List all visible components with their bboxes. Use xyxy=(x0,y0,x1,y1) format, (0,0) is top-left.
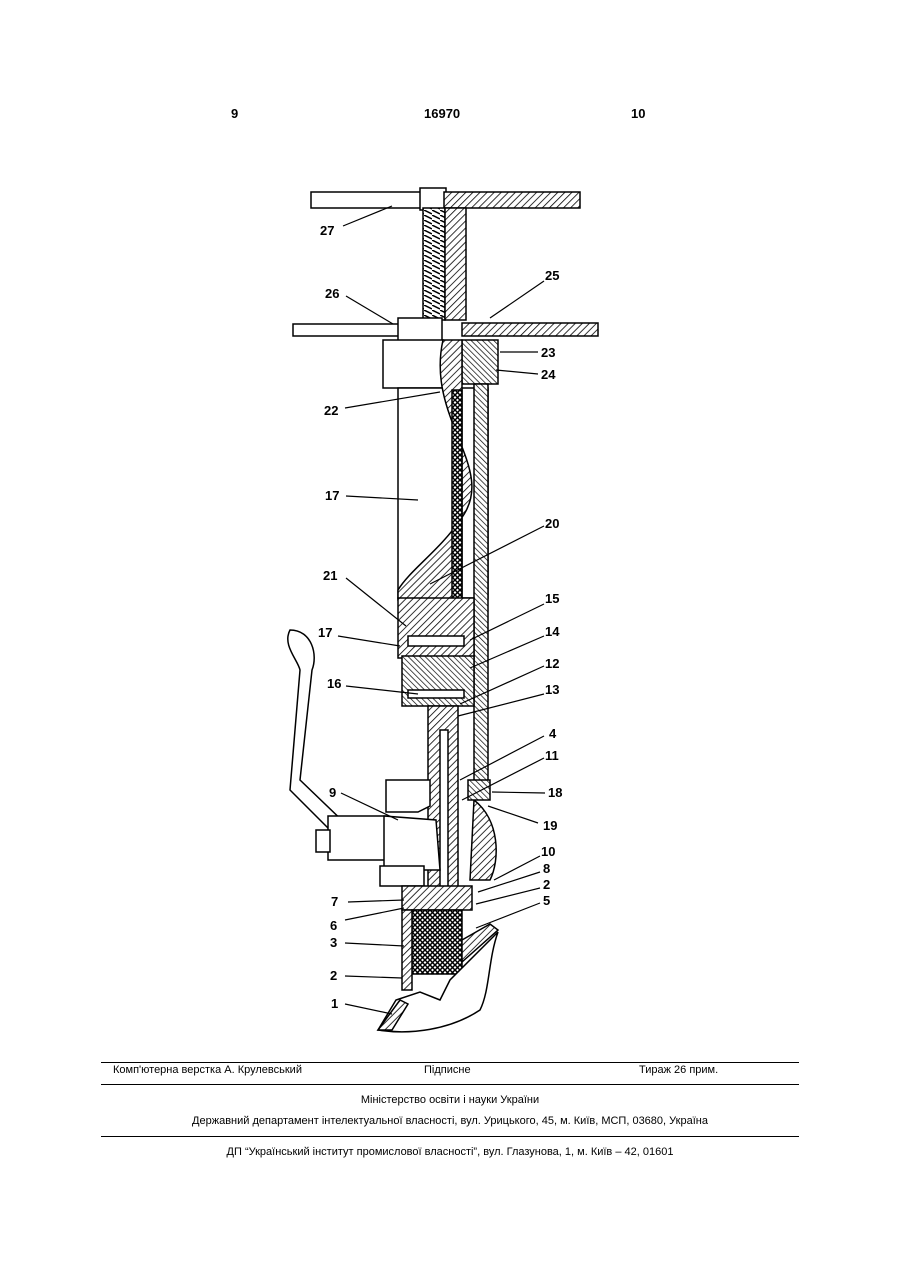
callout-23: 23 xyxy=(541,345,555,360)
footer-ministry: Міністерство освіти і науки України xyxy=(101,1094,799,1106)
technical-drawing: 27 26 25 23 24 22 17 20 21 15 17 14 12 1… xyxy=(0,0,901,1060)
footer-circulation: Тираж 26 прим. xyxy=(639,1064,718,1076)
callout-9: 9 xyxy=(329,785,336,800)
footer-institute: ДП “Український інститут промислової вла… xyxy=(101,1146,799,1158)
footer-department: Державний департамент інтелектуальної вл… xyxy=(101,1115,799,1127)
footer-rule-middle xyxy=(101,1084,799,1085)
callout-25: 25 xyxy=(545,268,559,283)
callout-19: 19 xyxy=(543,818,557,833)
callout-14: 14 xyxy=(545,624,560,639)
callout-15: 15 xyxy=(545,591,559,606)
callout-1: 1 xyxy=(331,996,338,1011)
callout-6: 6 xyxy=(330,918,337,933)
callout-2-left: 2 xyxy=(330,968,337,983)
callout-26: 26 xyxy=(325,286,339,301)
callout-16: 16 xyxy=(327,676,341,691)
footer-typesetter: Комп'ютерна верстка А. Крулевський xyxy=(113,1064,302,1076)
callout-7: 7 xyxy=(331,894,338,909)
callout-11: 11 xyxy=(545,748,559,763)
callout-3: 3 xyxy=(330,935,337,950)
callout-17-upper: 17 xyxy=(325,488,339,503)
callout-13: 13 xyxy=(545,682,559,697)
callout-27: 27 xyxy=(320,223,334,238)
callout-20: 20 xyxy=(545,516,559,531)
callout-12: 12 xyxy=(545,656,559,671)
callout-22: 22 xyxy=(324,403,338,418)
footer-subscription: Підписне xyxy=(424,1064,471,1076)
callout-24: 24 xyxy=(541,367,556,382)
callout-10: 10 xyxy=(541,844,555,859)
callout-18: 18 xyxy=(548,785,562,800)
callout-2-right: 2 xyxy=(543,877,550,892)
callout-4: 4 xyxy=(549,726,557,741)
callout-8: 8 xyxy=(543,861,550,876)
footer-rule-bottom xyxy=(101,1136,799,1137)
callout-5: 5 xyxy=(543,893,550,908)
callout-21: 21 xyxy=(323,568,337,583)
footer-rule-top xyxy=(101,1062,799,1063)
callout-17-lower: 17 xyxy=(318,625,332,640)
